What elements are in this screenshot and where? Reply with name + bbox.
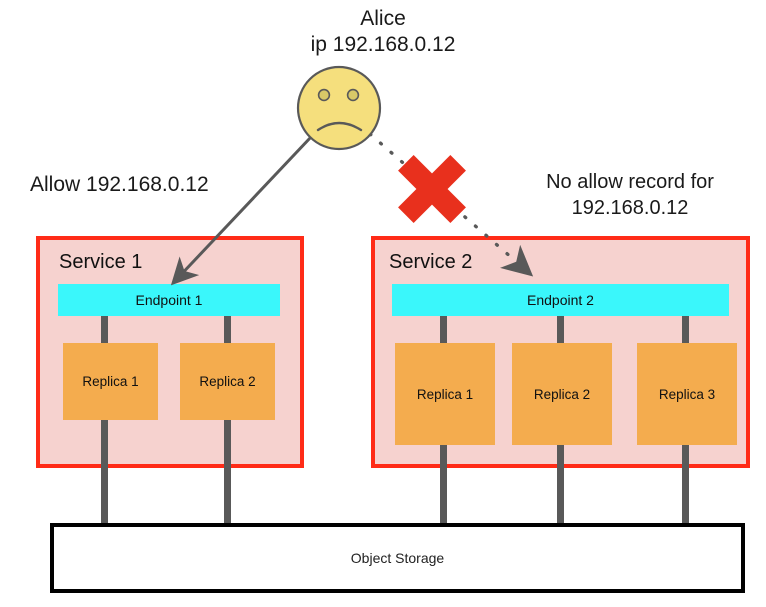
connector-endpoint2-replica1-upper: [440, 316, 447, 343]
replica-box-service2-replica1[interactable]: Replica 1: [395, 343, 495, 445]
connector-endpoint1-replica1-upper: [101, 316, 108, 343]
sad-face-icon: [296, 65, 382, 151]
service-title-service-1: Service 1: [59, 251, 143, 273]
actor-ip-label: ip 192.168.0.12: [310, 33, 456, 56]
connector-s1-replica2-storage: [224, 420, 231, 525]
replica-box-service2-replica2[interactable]: Replica 2: [512, 343, 612, 445]
replica-box-service1-replica1[interactable]: Replica 1: [63, 343, 158, 420]
replica-box-service2-replica3[interactable]: Replica 3: [637, 343, 737, 445]
endpoint-box-endpoint-2[interactable]: Endpoint 2: [392, 284, 729, 316]
connector-s2-replica2-storage: [557, 445, 564, 525]
endpoint-box-endpoint-1[interactable]: Endpoint 1: [58, 284, 280, 316]
object-storage-box[interactable]: Object Storage: [50, 523, 745, 593]
access-denied-x-icon: [398, 155, 466, 223]
deny-record-line-1: No allow record for: [546, 171, 714, 193]
allow-record-label: Allow 192.168.0.12: [30, 173, 209, 196]
deny-record-label: No allow record for 192.168.0.12: [505, 169, 755, 221]
connector-endpoint2-replica2-upper: [557, 316, 564, 343]
service-title-service-2: Service 2: [389, 251, 473, 273]
connector-s1-replica1-storage: [101, 420, 108, 525]
connector-s2-replica3-storage: [682, 445, 689, 525]
deny-record-line-2: 192.168.0.12: [571, 197, 689, 219]
connector-endpoint1-replica2-upper: [224, 316, 231, 343]
actor-name-label: Alice: [360, 7, 406, 30]
connector-s2-replica1-storage: [440, 445, 447, 525]
replica-box-service1-replica2[interactable]: Replica 2: [180, 343, 275, 420]
connector-endpoint2-replica3-upper: [682, 316, 689, 343]
